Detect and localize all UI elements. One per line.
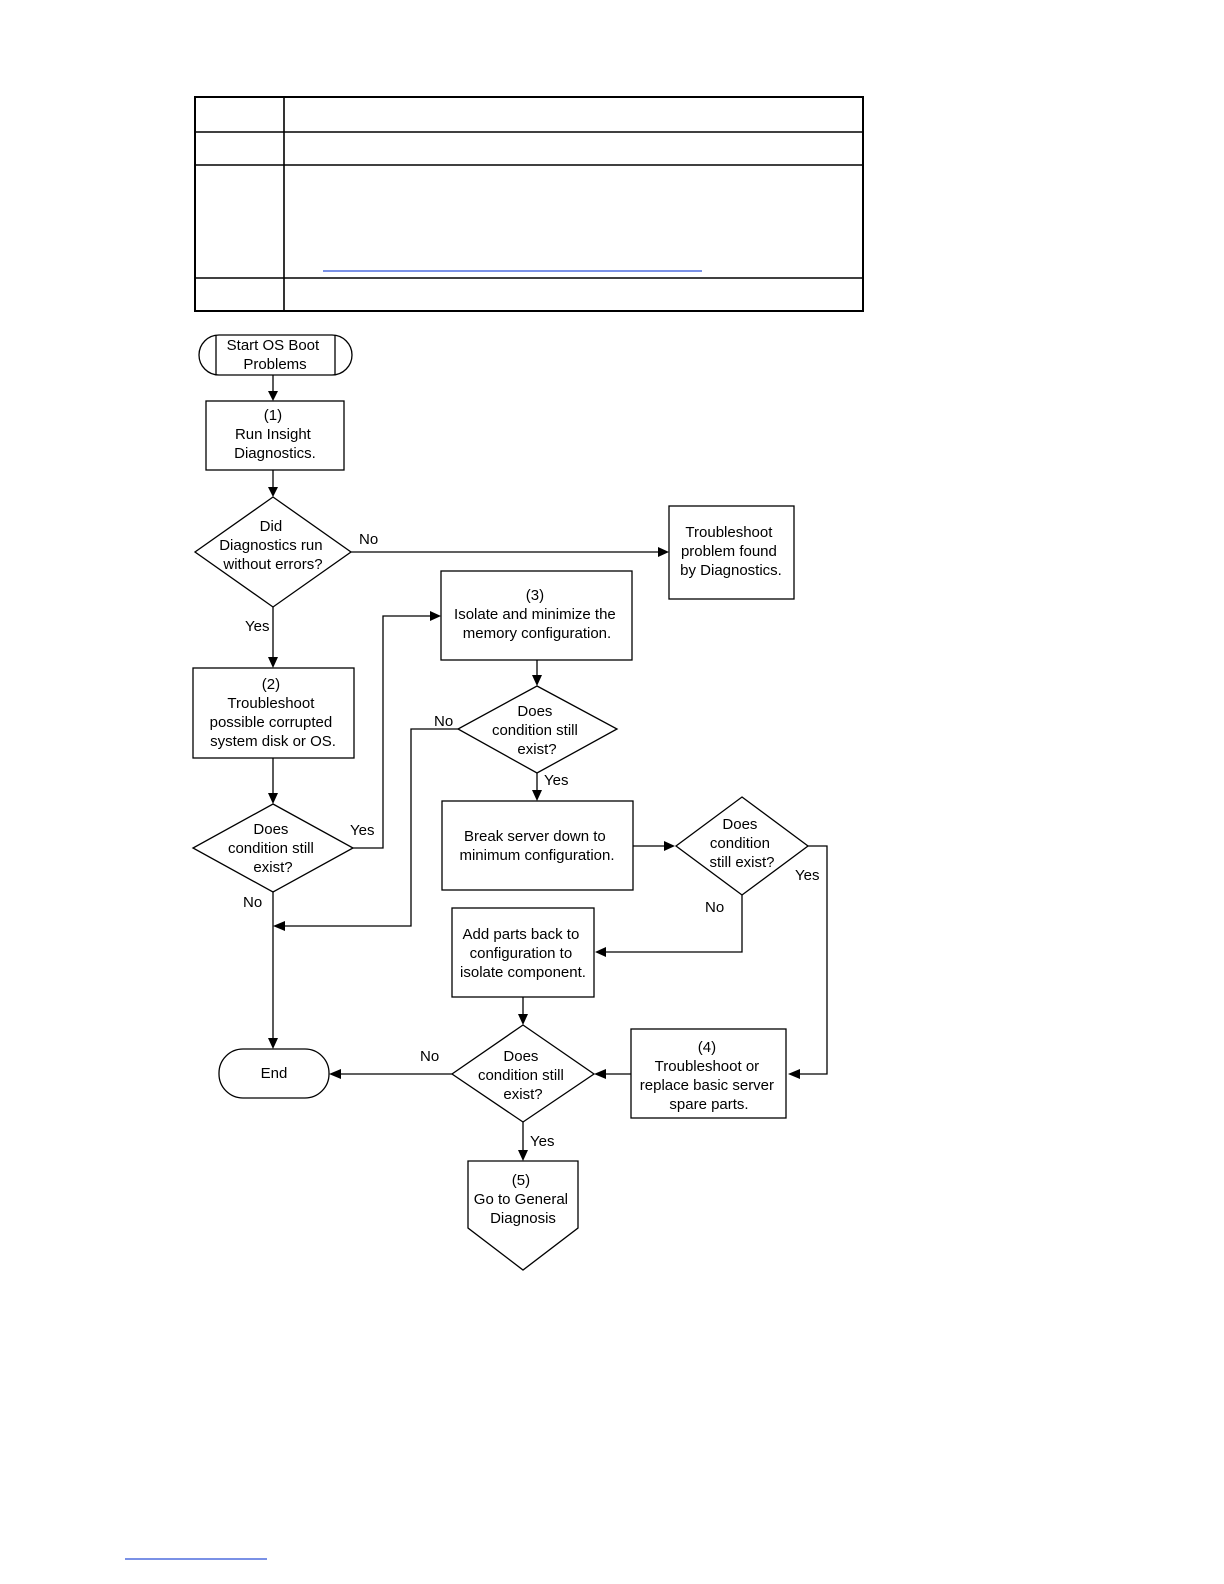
node-run-diagnostics-label: (1) Run Insight Diagnostics. — [234, 407, 316, 462]
connectors — [268, 375, 828, 1161]
node-general-diagnosis-label: (5) Go to General Diagnosis — [474, 1172, 572, 1227]
edge-label-d1-no: No — [359, 531, 378, 548]
node-troubleshoot-disk-os-label: (2) Troubleshoot possible corrupted syst… — [210, 676, 337, 750]
node-break-server-down: Break server down to minimum configurati… — [441, 800, 634, 891]
edge-label-d3-no: No — [434, 713, 453, 730]
decision-disk-condition: Does condition still exist? — [191, 803, 355, 893]
node-general-diagnosis: (5) Go to General Diagnosis — [467, 1160, 579, 1271]
node-troubleshoot-diagnostics-problem-label: Troubleshoot problem found by Diagnostic… — [680, 524, 782, 579]
decision-minimum-condition-label: Does condition still exist? — [709, 816, 774, 871]
decision-memory-condition-label: Does condition still exist? — [492, 703, 582, 758]
node-isolate-memory-label: (3) Isolate and minimize the memory conf… — [454, 587, 620, 642]
edge-label-d2-yes: Yes — [350, 822, 374, 839]
edge-labels: No Yes No Yes Yes No No Yes No Yes — [243, 531, 819, 1150]
decision-memory-condition: Does condition still exist? — [456, 685, 619, 774]
node-run-diagnostics: (1) Run Insight Diagnostics. — [205, 400, 345, 471]
node-end: End — [218, 1048, 330, 1099]
edge-label-d4-yes: Yes — [795, 867, 819, 884]
decision-final-condition-label: Does condition still exist? — [478, 1048, 568, 1103]
node-replace-spare-parts: (4) Troubleshoot or replace basic server… — [630, 1028, 787, 1119]
edge-label-d1-yes: Yes — [245, 618, 269, 635]
edge-label-d5-yes: Yes — [530, 1133, 554, 1150]
edge-label-d4-no: No — [705, 899, 724, 916]
decision-diagnostics-errors-label: Did Diagnostics run without errors? — [219, 518, 327, 573]
node-troubleshoot-disk-os: (2) Troubleshoot possible corrupted syst… — [192, 667, 355, 759]
node-troubleshoot-diagnostics-problem: Troubleshoot problem found by Diagnostic… — [668, 505, 795, 600]
node-replace-spare-parts-label: (4) Troubleshoot or replace basic server… — [640, 1039, 778, 1113]
node-add-parts-back: Add parts back to configuration to isola… — [451, 907, 595, 998]
header-table — [194, 96, 864, 312]
edge-label-d3-yes: Yes — [544, 772, 568, 789]
decision-disk-condition-label: Does condition still exist? — [228, 821, 318, 876]
edge-label-d2-no: No — [243, 894, 262, 911]
node-start: Start OS Boot Problems — [198, 334, 353, 376]
decision-diagnostics-errors: Did Diagnostics run without errors? — [193, 496, 353, 608]
decision-final-condition: Does condition still exist? — [450, 1024, 596, 1123]
node-end-label: End — [261, 1065, 288, 1082]
node-break-server-down-label: Break server down to minimum configurati… — [459, 828, 614, 864]
decision-minimum-condition: Does condition still exist? — [674, 796, 810, 896]
node-add-parts-back-label: Add parts back to configuration to isola… — [460, 926, 586, 981]
node-isolate-memory: (3) Isolate and minimize the memory conf… — [440, 570, 633, 661]
node-start-label: Start OS Boot Problems — [227, 337, 324, 373]
edge-label-d5-no: No — [420, 1048, 439, 1065]
